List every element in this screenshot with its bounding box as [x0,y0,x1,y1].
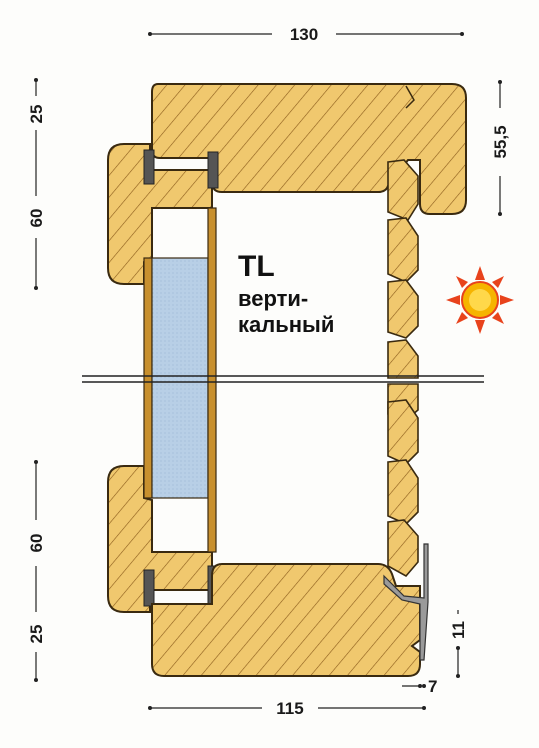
dim-right-top [498,80,502,216]
top-sash-block [107,143,213,285]
dim-bottom-7: 7 [402,677,437,696]
dim-left-top-25: 25 [27,105,46,124]
dim-left-bottom-60: 60 [27,534,46,553]
bottom-frame-block [151,563,421,677]
dim-top-width-label: 130 [290,25,318,44]
louvre-slat [387,459,419,525]
louvre-slat [387,159,419,221]
dim-top-width: 130 [148,25,464,44]
dim-right-bottom-11-label: 11 [449,621,468,639]
dim-right-bottom-11 [456,610,460,678]
louvre-slat [387,279,419,339]
louvre-slat [387,339,419,379]
glass-bead-left [143,257,153,499]
glass-pane [151,257,209,499]
top-frame-notch [405,85,415,109]
louvre-slat [387,217,419,283]
title-main: TL [238,250,275,283]
drip-profile [383,543,429,661]
top-seal-left [143,149,155,185]
dim-left-top-60: 60 [27,209,46,228]
dim-bottom-width-label: 115 [276,699,303,718]
title-line2: кальный [238,312,334,337]
dim-right-top-label: 55,5 [491,125,510,158]
dim-bottom-7-label: 7 [428,677,437,696]
louvre-slats [387,159,419,578]
top-seal-right [207,151,219,189]
dim-bottom-width: 115 [148,699,426,718]
sun-icon [446,266,514,334]
title-line1: верти- [238,286,308,311]
bottom-seal-left [143,569,155,607]
dim-left [34,78,38,682]
glass-bead-right [207,207,217,553]
louvre-slat [387,399,419,465]
dim-left-bottom-25: 25 [27,625,46,644]
louvre-slat [387,519,419,578]
